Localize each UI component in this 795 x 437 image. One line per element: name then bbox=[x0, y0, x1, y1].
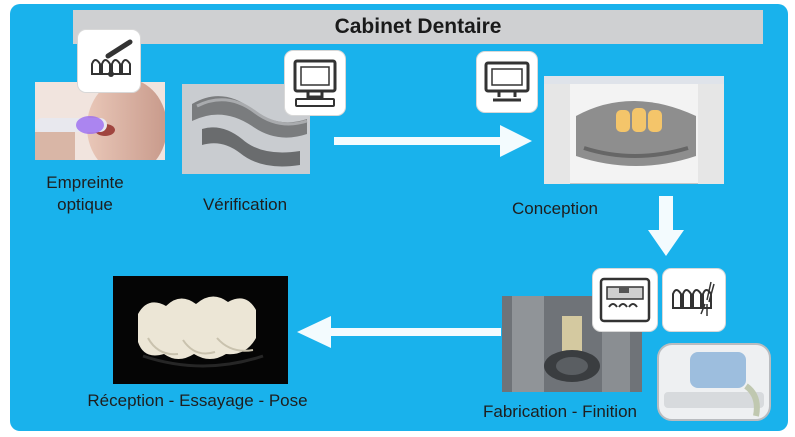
cad-software-screenshot bbox=[544, 76, 724, 184]
arrow-down bbox=[648, 196, 684, 256]
intraoral-scan-photo bbox=[35, 82, 165, 160]
diagram-title: Cabinet Dentaire bbox=[334, 15, 502, 38]
teeth-milling-icon bbox=[663, 269, 725, 331]
monitor-icon bbox=[477, 52, 537, 112]
arrow-right bbox=[334, 125, 532, 157]
milling-machine-photo bbox=[650, 326, 780, 426]
crown-bridge-photo bbox=[113, 276, 288, 384]
arrow-left bbox=[297, 316, 501, 348]
step-verification-label: Vérification bbox=[202, 195, 288, 214]
step-empreinte-label: Empreinte optique bbox=[46, 173, 124, 214]
milling-machine-icon bbox=[593, 269, 657, 331]
step-conception-label: Conception bbox=[511, 199, 598, 218]
step-reception-label: Réception - Essayage - Pose bbox=[87, 391, 308, 410]
step-fabrication-label: Fabrication - Finition bbox=[482, 402, 637, 421]
diagram-panel: Cabinet Dentaire Empreinte optique bbox=[10, 4, 788, 431]
title-bar: Cabinet Dentaire bbox=[73, 10, 763, 44]
computer-monitor-icon bbox=[285, 51, 345, 115]
scanner-teeth-icon bbox=[78, 30, 140, 92]
